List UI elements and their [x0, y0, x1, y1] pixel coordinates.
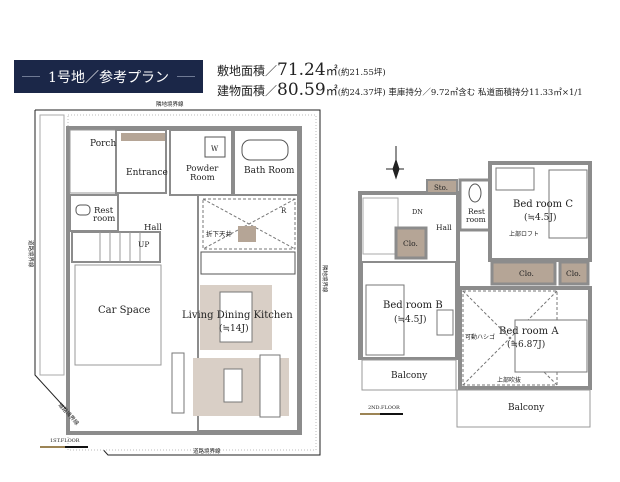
desk-b: [436, 309, 454, 336]
plan-title-badge: 1号地／参考プラン: [14, 60, 203, 93]
bed-b-label: Bed room B: [383, 300, 443, 311]
rest-label-2f-1: Rest: [468, 207, 485, 216]
plan-title: 1号地／参考プラン: [48, 69, 169, 86]
closet-c-2: [558, 260, 590, 286]
site-area-value: 71.24: [277, 60, 326, 80]
bath-label: Bath Room: [244, 166, 295, 176]
balcony-left-label: Balcony: [391, 371, 428, 381]
kitchen-counter: [200, 251, 296, 275]
hall-closet: [394, 226, 428, 260]
porch-label: Porch: [90, 139, 116, 149]
bed-c-label: Bed room C: [513, 199, 573, 210]
first-floor-underline-gold: [40, 446, 65, 448]
balcony-left: [361, 359, 457, 391]
badge-rule-right: [176, 76, 196, 77]
building-area: 建物面積／80.59㎡(約24.37坪) 車庫持分／9.72㎡含む 私道面積持分…: [217, 80, 583, 100]
boundary-top-label: 隣地境界線: [156, 100, 184, 108]
balcony-bottom-label: Balcony: [508, 403, 545, 413]
sofa: [259, 354, 281, 418]
powder-label-1: Powder: [186, 164, 219, 174]
building-area-unit: ㎡: [325, 84, 338, 98]
lot-boundary: [34, 109, 321, 456]
ceiling-diag-2: [202, 198, 296, 250]
second-floor: Sto. Rest room DN Hall Clo. 上部ロフト Bed ro…: [358, 146, 592, 428]
porch: [69, 129, 117, 194]
toilet-icon-2f: [468, 183, 482, 203]
building-area-label: 建物面積／: [217, 84, 278, 98]
stairs-1f: [71, 231, 161, 263]
bed-a: [514, 319, 588, 373]
site-area-tsubo: (約21.55坪): [337, 68, 386, 78]
entrance-label: Entrance: [126, 168, 168, 178]
range-hood: [238, 226, 256, 242]
bed-c-size: (≒4.5J): [524, 212, 556, 223]
building-area-value: 80.59: [277, 80, 326, 100]
bed-a-label: Bed room A: [499, 326, 559, 337]
boundary-bottom-label: 道路境界線: [193, 447, 221, 455]
site-area-label: 敷地面積／: [217, 64, 278, 78]
bed-a-size: (≒6.87J): [507, 339, 545, 350]
tv-board: [171, 352, 185, 414]
loft-label: 上部ロフト: [509, 230, 539, 238]
bed-c: [548, 169, 588, 239]
second-floor-label: 2ND.FLOOR: [368, 405, 400, 411]
powder-label-2: Room: [190, 173, 215, 183]
sto-label: Sto.: [434, 184, 448, 192]
up-label: UP: [138, 240, 149, 249]
boundary-left-label: 道路境界線: [27, 240, 35, 268]
site-area: 敷地面積／71.24㎡(約21.55坪): [217, 60, 386, 80]
w-label: W: [211, 145, 219, 153]
rest-label-1: Rest: [94, 206, 114, 216]
washer-w: [204, 136, 226, 158]
hall-closet-label: Clo.: [403, 239, 418, 248]
first-floor-underline-black: [65, 446, 88, 448]
desk-c: [495, 167, 535, 191]
hall-label: Hall: [144, 223, 162, 233]
ladder-label: 可動ハシゴ: [465, 333, 495, 341]
car-space: [74, 264, 162, 366]
closet-c2-label: Clo.: [566, 269, 581, 278]
dining-table: [219, 291, 253, 343]
first-floor-label: 1ST.FLOOR: [50, 438, 80, 444]
balcony-bottom: [456, 389, 591, 428]
building-area-note: (約24.37坪) 車庫持分／9.72㎡含む 私道面積持分11.33㎡×1/1: [337, 88, 583, 98]
bed-b-size: (≒4.5J): [394, 314, 426, 325]
ldk-size-label: (≒14J): [219, 323, 249, 334]
shoe-cabinet: [121, 133, 165, 141]
r-label: R: [281, 207, 287, 215]
rest-label-2: room: [93, 214, 115, 224]
boundary-right-label: 隣地境界線: [321, 265, 329, 293]
sto-closet: [426, 179, 458, 194]
lowered-ceiling: [202, 198, 296, 250]
badge-rule-left: [22, 76, 41, 77]
dn-label: DN: [412, 208, 423, 216]
compass-icon: [386, 146, 404, 180]
stairs-2f: [362, 197, 399, 255]
bed-b: [365, 284, 405, 356]
first-floor: Porch Entrance W Powder Room Bath Room R…: [27, 100, 329, 456]
ceiling-label: 折下天井: [206, 229, 233, 238]
ldk-label: Living Dining Kitchen: [182, 310, 293, 321]
hall-label-2f: Hall: [436, 223, 452, 232]
car-space-label: Car Space: [98, 305, 150, 316]
site-area-unit: ㎡: [325, 64, 338, 78]
rest-label-2f-2: room: [466, 215, 486, 224]
closet-c-1: [490, 260, 557, 286]
second-floor-underline-gold: [360, 413, 380, 415]
left-walkway: [39, 114, 65, 376]
bathtub-icon: [241, 139, 289, 161]
toilet-icon: [75, 204, 91, 216]
closet-c-label: Clo.: [519, 269, 534, 278]
coffee-table: [223, 368, 243, 403]
void-label: 上部吹抜: [497, 376, 521, 384]
void-diag-2: [462, 290, 558, 386]
second-floor-underline-black: [380, 413, 403, 415]
stair-treads: [99, 232, 141, 262]
